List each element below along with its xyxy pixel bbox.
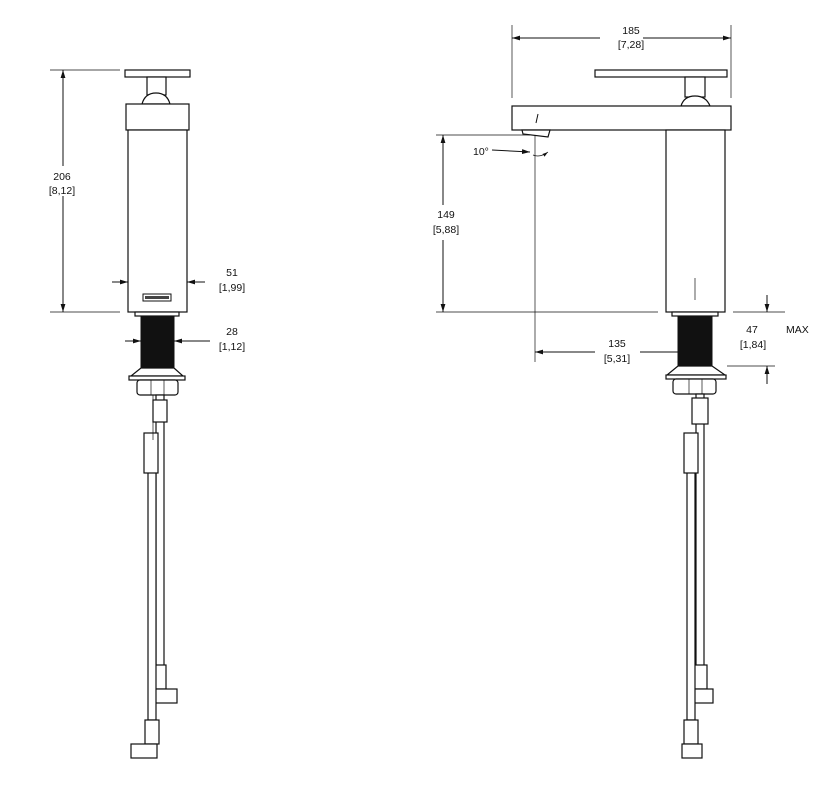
side-handle <box>594 69 728 107</box>
dim-width-51: 51 [1,99] <box>112 267 245 294</box>
dim-206-in: [8,12] <box>49 185 75 197</box>
dim-149-in: [5,88] <box>433 224 459 236</box>
dim-185-mm: 185 <box>622 25 640 37</box>
dim-47-max: MAX <box>786 324 809 336</box>
side-mount <box>665 311 727 395</box>
front-mount <box>128 311 186 396</box>
front-cap <box>125 103 190 131</box>
dim-reach-135: 135 [5,31] <box>535 338 678 365</box>
front-hoses <box>130 394 178 759</box>
side-view: 185 [7,28] 149 [5,88] 10° 135 [5,31] <box>433 25 809 759</box>
brand-logo <box>142 293 172 302</box>
side-aerator <box>521 113 551 138</box>
dim-thread-28: 28 [1,12] <box>125 326 245 353</box>
dim-206-mm: 206 <box>53 171 71 183</box>
dim-deck-47-max: 47 MAX [1,84] <box>727 295 809 384</box>
dim-185-in: [7,28] <box>618 39 644 51</box>
dim-aerator-angle: 10° <box>473 135 549 362</box>
dim-51-mm: 51 <box>226 267 238 279</box>
front-handle <box>124 69 191 105</box>
dim-28-in: [1,12] <box>219 341 245 353</box>
dim-length-185: 185 [7,28] <box>511 25 732 98</box>
dim-149-mm: 149 <box>437 209 455 221</box>
angle-10-label: 10° <box>473 146 489 158</box>
side-hoses <box>681 393 714 759</box>
front-view: 206 [8,12] 51 [1,99] 28 [1,12] <box>49 69 245 759</box>
dim-51-in: [1,99] <box>219 282 245 294</box>
front-body <box>127 129 188 313</box>
dim-135-in: [5,31] <box>604 353 630 365</box>
dim-47-mm: 47 <box>746 324 758 336</box>
dim-height-206: 206 [8,12] <box>49 69 120 313</box>
dim-135-mm: 135 <box>608 338 626 350</box>
dim-47-in: [1,84] <box>740 339 766 351</box>
side-body <box>665 129 726 313</box>
side-spout <box>511 105 732 131</box>
dim-spout-height-149: 149 [5,88] <box>433 134 785 313</box>
dim-28-mm: 28 <box>226 326 238 338</box>
